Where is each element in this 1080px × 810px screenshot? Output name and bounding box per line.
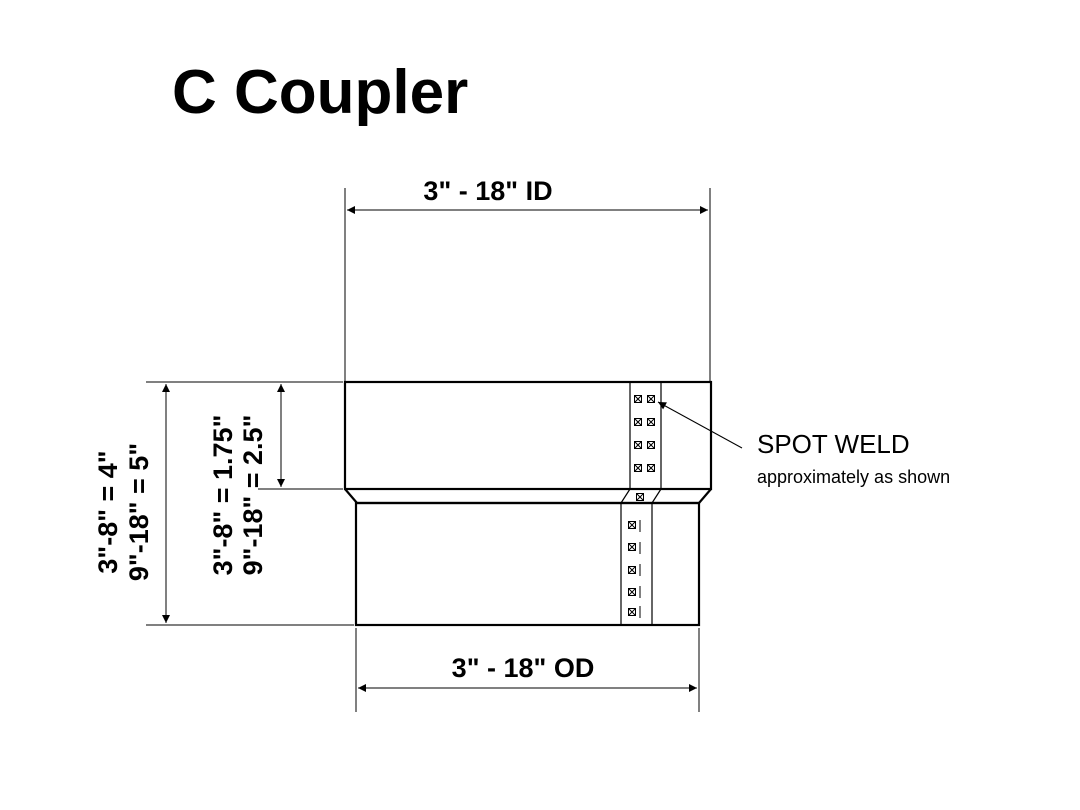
overall-height-line1: 3"-8" = 4" xyxy=(93,450,123,573)
weld-mark xyxy=(634,418,642,426)
overall-height-dimension: 3"-8" = 4" 9"-18" = 5" xyxy=(93,381,354,626)
bottom-dimension-label: 3" - 18" OD xyxy=(452,653,595,683)
weld-mark xyxy=(647,464,655,472)
upper-body-outline xyxy=(343,380,713,491)
upper-body xyxy=(343,380,713,491)
callout-sublabel: approximately as shown xyxy=(757,467,950,487)
upper-height-dimension: 3"-8" = 1.75" 9"-18" = 2.5" xyxy=(208,384,343,575)
weld-mark xyxy=(634,395,642,403)
spot-weld-callout: SPOT WELD approximately as shown xyxy=(657,401,950,487)
lower-body xyxy=(354,501,701,627)
weld-mark xyxy=(636,493,644,501)
bottom-dimension: 3" - 18" OD xyxy=(355,628,700,712)
drawing-title: C Coupler xyxy=(172,58,468,127)
upper-height-line1: 3"-8" = 1.75" xyxy=(208,415,238,576)
upper-height-line2: 9"-18" = 2.5" xyxy=(238,415,268,576)
overall-height-line2: 9"-18" = 5" xyxy=(124,443,154,581)
taper-seam-right xyxy=(651,488,662,504)
callout-leader xyxy=(657,401,743,449)
taper-seam-left xyxy=(620,488,631,504)
weld-mark xyxy=(647,395,655,403)
weld-mark xyxy=(647,441,655,449)
weld-mark xyxy=(628,608,636,616)
weld-mark xyxy=(634,464,642,472)
lower-body-outline xyxy=(354,501,701,627)
taper-left xyxy=(344,488,358,504)
top-dimension: 3" - 18" ID xyxy=(344,176,711,382)
taper-right xyxy=(698,488,712,504)
taper-section xyxy=(344,488,712,505)
weld-mark xyxy=(628,566,636,574)
weld-mark xyxy=(628,588,636,596)
weld-mark xyxy=(628,521,636,529)
weld-mark xyxy=(628,543,636,551)
callout-label: SPOT WELD xyxy=(757,429,910,459)
weld-mark xyxy=(647,418,655,426)
spot-welds xyxy=(628,395,655,616)
weld-mark xyxy=(634,441,642,449)
top-dimension-label: 3" - 18" ID xyxy=(423,176,552,206)
